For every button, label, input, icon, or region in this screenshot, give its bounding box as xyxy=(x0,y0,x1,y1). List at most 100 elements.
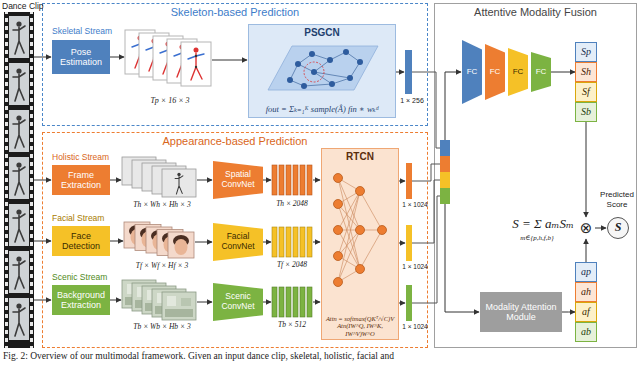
label-slot: Scenic Stream xyxy=(52,272,124,282)
box-label: Spatial ConvNet xyxy=(215,170,261,190)
merge-line xyxy=(412,72,440,148)
label-slot: 1 × 256 xyxy=(396,97,428,105)
flow-arrow xyxy=(586,239,587,262)
flow-arrow xyxy=(34,57,51,58)
box-label: FC xyxy=(467,67,478,76)
box-label: FC xyxy=(513,67,524,76)
film-strip xyxy=(30,12,33,348)
attention-net xyxy=(334,174,387,287)
film-strip xyxy=(9,251,29,293)
block-shape xyxy=(531,52,551,92)
feature-stack xyxy=(286,227,291,257)
film-strip xyxy=(4,12,34,348)
score-cell: Sp xyxy=(575,42,597,62)
box-label: FC xyxy=(536,67,547,76)
label-slot: Holistic Stream xyxy=(52,152,124,162)
concat-vector xyxy=(440,156,450,172)
process-box: Background Extraction xyxy=(52,285,110,315)
graph-illustration xyxy=(347,75,353,81)
attention-net xyxy=(334,174,343,183)
process-box: Frame Extraction xyxy=(52,165,110,195)
attention-net xyxy=(334,174,387,287)
formula: Atn(IW^Q, IW^K, IW^V)W^O xyxy=(325,322,395,337)
label-slot: Facial Stream xyxy=(52,213,124,223)
label-slot: Dance Clip xyxy=(2,1,48,11)
merge-line xyxy=(412,196,440,303)
film-strip xyxy=(9,204,29,246)
dimension: Th × 2048 xyxy=(266,199,318,208)
block-shape xyxy=(508,48,528,96)
label-slot: Tb × Wb × Hb × 3 xyxy=(118,322,206,331)
feature-stack xyxy=(272,227,277,257)
label-slot: ⊗ xyxy=(578,219,594,237)
clip-label: Dance Clip xyxy=(2,1,48,11)
merge-line xyxy=(412,180,440,243)
box-label: af xyxy=(582,306,590,318)
block-shape xyxy=(213,283,263,321)
film-strip xyxy=(13,115,25,148)
feature-stack xyxy=(272,165,312,317)
formula-index: m∈{p,h,f,b} xyxy=(512,234,562,242)
flow-arrow xyxy=(396,72,404,73)
network-name: PSGCN xyxy=(304,27,340,39)
feature-stack xyxy=(272,287,312,317)
attention-net xyxy=(378,226,387,235)
box-label: Frame Extraction xyxy=(54,170,108,191)
flow-arrow xyxy=(263,180,271,181)
stream-label: Scenic Stream xyxy=(52,272,124,282)
film-strip xyxy=(13,162,25,195)
graph-illustration xyxy=(304,62,324,82)
attention-net xyxy=(356,187,365,196)
background-frames xyxy=(162,292,196,320)
process-box: Pose Estimation xyxy=(52,40,110,74)
attention-net xyxy=(356,226,365,235)
stream-label: Facial Stream xyxy=(52,213,124,223)
feature-stack xyxy=(272,165,277,195)
fc-layer: FC xyxy=(531,52,551,92)
label-slot: Tp × 16 × 3 xyxy=(125,96,215,106)
graph-illustration xyxy=(268,46,378,90)
feature-stack xyxy=(307,227,312,257)
label-slot: Th × Wh × Hh × 3 xyxy=(118,200,206,209)
graph-illustration xyxy=(309,51,315,57)
score-cell: Sf xyxy=(575,82,597,102)
holistic-frames xyxy=(122,157,196,197)
attention-net xyxy=(338,178,382,282)
feature-stack xyxy=(300,227,305,257)
feature-stack xyxy=(300,287,305,317)
dimension: Tp × 16 × 3 xyxy=(125,96,215,106)
figure-caption: Fig. 2: Overview of our multimodal frame… xyxy=(3,351,637,362)
label-slot: m∈{p,h,f,b} xyxy=(512,234,562,242)
attention-net xyxy=(356,265,365,274)
connector-arrow xyxy=(551,72,575,73)
feature-stack xyxy=(286,287,291,317)
box-label: Background Extraction xyxy=(54,290,108,311)
film-strip xyxy=(9,157,29,199)
graph-illustration xyxy=(301,83,307,89)
flow-arrow xyxy=(197,180,212,181)
feature-vector xyxy=(406,225,412,261)
block-shape xyxy=(462,40,482,104)
weight-cell: ah xyxy=(575,282,597,302)
connector-arrow xyxy=(562,312,575,313)
process-box: Face Detection xyxy=(52,226,110,256)
face-crops xyxy=(168,232,194,258)
concat-vector xyxy=(440,140,450,204)
label-slot: S = Σ aₘSₘ xyxy=(488,216,574,232)
flow-arrow xyxy=(110,57,124,58)
film-strip xyxy=(9,63,29,105)
film-strip xyxy=(9,16,29,58)
holistic-frames xyxy=(162,169,196,197)
background-frames xyxy=(122,280,196,320)
graph-illustration xyxy=(329,81,335,87)
graph-illustration xyxy=(290,52,360,86)
flow-arrow xyxy=(263,302,271,303)
film-strip xyxy=(13,68,25,101)
weight-cell: ab xyxy=(575,322,597,342)
flow-arrow xyxy=(586,122,587,217)
label-slot: Fig. 2: Overview of our multimodal frame… xyxy=(3,351,637,362)
film-strip xyxy=(9,110,29,152)
formula: S = Σ aₘSₘ xyxy=(488,216,574,232)
convnet-block: Scenic ConvNet xyxy=(213,283,263,321)
feature-vector xyxy=(405,50,412,94)
